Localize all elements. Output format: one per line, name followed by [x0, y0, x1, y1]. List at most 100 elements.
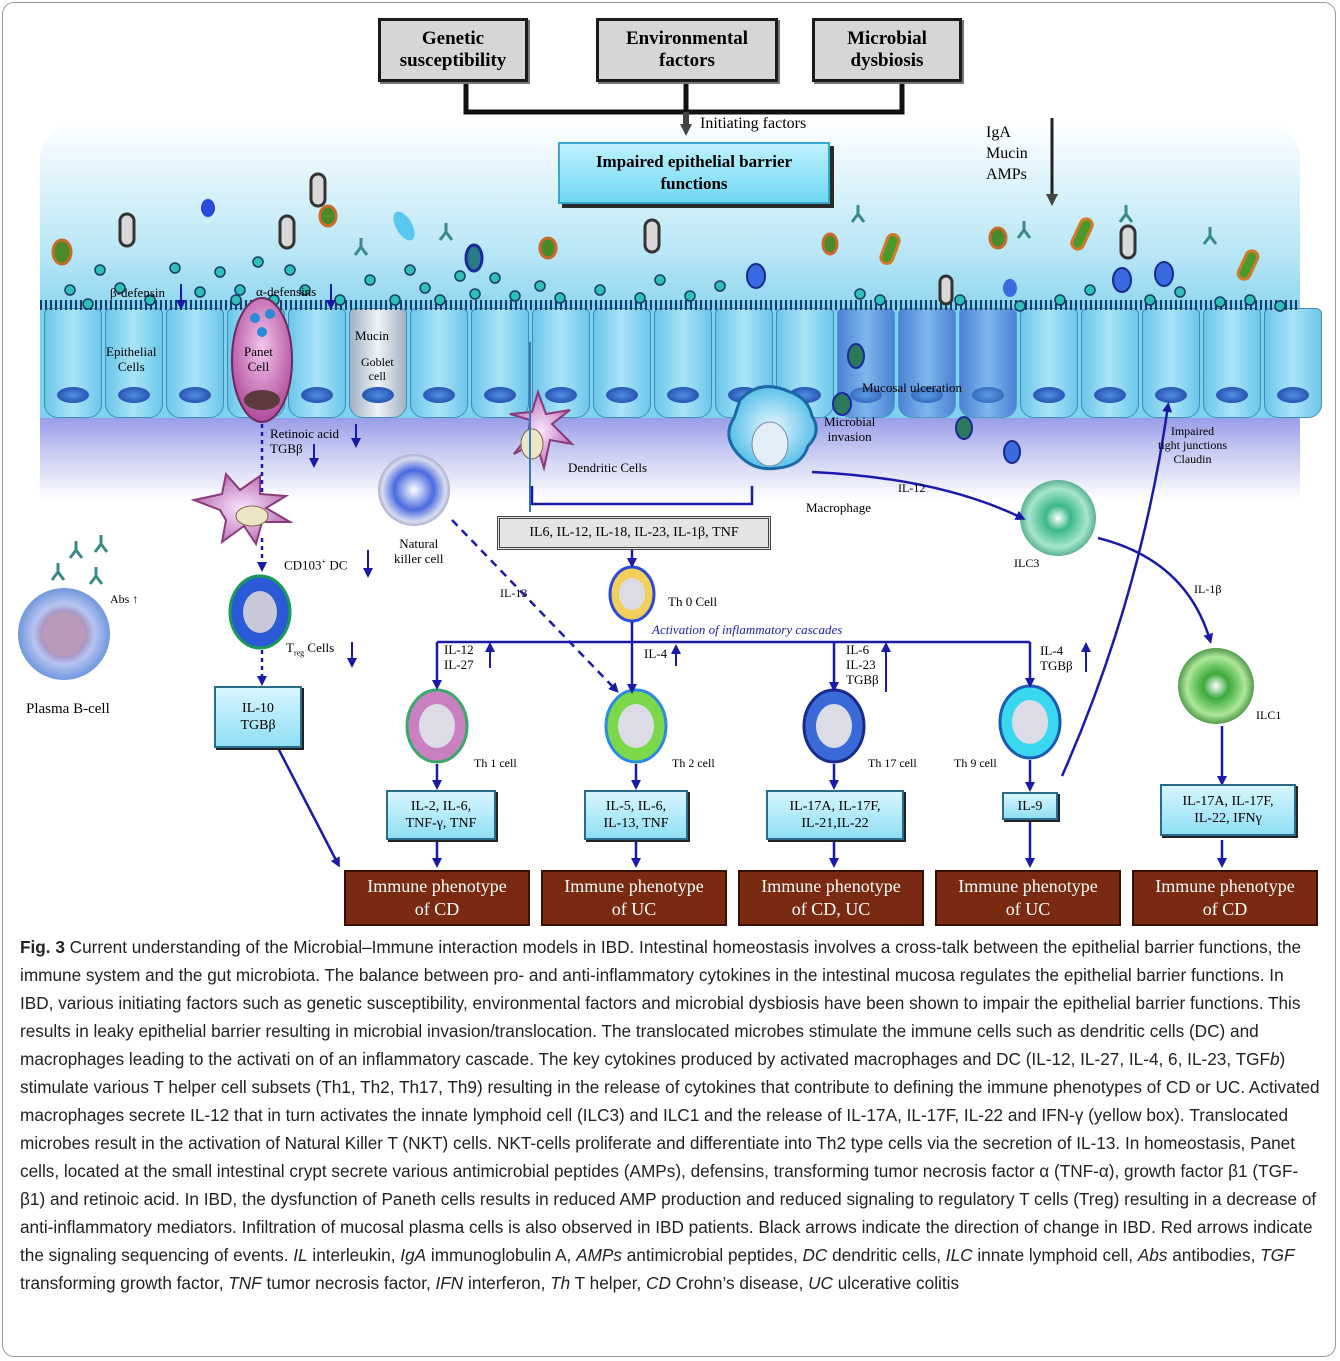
amp-droplet — [594, 284, 606, 296]
abbr-def: antibodies, — [1167, 1245, 1261, 1265]
caption-text-1: Current understanding of the Microbial–I… — [20, 937, 1302, 1069]
caption-text-2: ) stimulate various T helper cell subset… — [20, 1049, 1320, 1265]
amp-droplet — [509, 290, 521, 302]
amp-droplet — [634, 292, 646, 304]
cytokine-box-ilc1: IL-17A, IL-17F, IL-22, IFNγ — [1160, 784, 1296, 836]
caption-abbreviations: IL interleukin, IgA immunoglobulin A, AM… — [20, 1245, 1295, 1293]
amp-droplet — [684, 290, 696, 302]
il1b-label: IL-1β — [1194, 582, 1222, 596]
abbr-term: DC — [802, 1245, 828, 1265]
cell-nucleus — [301, 387, 333, 403]
amp-droplet — [82, 298, 94, 310]
initiating-factors-label: Initiating factors — [700, 115, 807, 132]
amp-droplet — [469, 288, 481, 300]
cell-nucleus — [545, 387, 577, 403]
phenotype-cd-1: Immune phenotype of CD — [344, 870, 530, 926]
il4-label: IL-4 — [644, 646, 668, 661]
natural-killer-label: Natural killer cell — [394, 536, 444, 566]
epithelial-cell — [593, 308, 651, 418]
cytokine-main-box: IL6, IL-12, IL-18, IL-23, IL-1β, TNF — [497, 516, 771, 550]
ilc1-cell — [1178, 648, 1254, 724]
cell-nucleus — [118, 387, 150, 403]
treg-label: Treg Cells — [286, 640, 335, 658]
epithelial-cell — [410, 308, 468, 418]
amp-droplet — [489, 272, 501, 284]
abbr-term: UC — [808, 1273, 833, 1293]
amp-droplet — [874, 294, 886, 306]
cell-nucleus — [606, 387, 638, 403]
amp-droplet — [534, 280, 546, 292]
amp-droplet — [1144, 294, 1156, 306]
th1-label: Th 1 cell — [474, 756, 517, 770]
amp-droplet — [284, 264, 296, 276]
initiating-connector — [463, 84, 905, 115]
abbr-term: TNF — [228, 1273, 262, 1293]
amp-droplet — [714, 280, 726, 292]
amp-droplet — [299, 284, 311, 296]
amp-droplet — [1084, 284, 1096, 296]
amp-droplet — [114, 282, 126, 294]
amp-droplet — [194, 286, 206, 298]
epithelial-cell — [1264, 308, 1322, 418]
amp-droplet — [654, 274, 666, 286]
abbr-term: IL — [293, 1245, 308, 1265]
amp-droplet — [1244, 294, 1256, 306]
amp-droplet — [1274, 300, 1286, 312]
amp-droplet — [234, 284, 246, 296]
indicator-arrows — [176, 284, 1091, 742]
dendritic-cells-label: Dendritic Cells — [568, 460, 648, 475]
mucosal-ulceration-label: Mucosal ulceration — [862, 380, 962, 395]
amp-droplet — [1054, 294, 1066, 306]
epithelial-cells-label: Epithelial Cells — [106, 344, 157, 374]
abbr-def: antimicrobial peptides, — [621, 1245, 803, 1265]
amp-droplet — [64, 284, 76, 296]
amp-droplets — [64, 256, 1286, 312]
mucin-label: Mucin — [355, 328, 389, 343]
amp-droplet — [389, 294, 401, 306]
cytokine-box-th1: IL-2, IL-6, TNF-γ, TNF — [386, 790, 496, 840]
cell-nucleus — [1155, 387, 1187, 403]
macrophage-label: Macrophage — [806, 500, 871, 515]
panet-cell-label: Panet Cell — [244, 344, 273, 374]
epithelial-cell — [471, 308, 529, 418]
il10-box: IL-10 TGBβ — [214, 686, 302, 748]
amp-droplet — [144, 294, 156, 306]
cell-nucleus — [972, 387, 1004, 403]
cell-nucleus — [1216, 387, 1248, 403]
cell-nucleus — [850, 387, 882, 403]
ilc1-label: ILC1 — [1256, 708, 1282, 722]
epithelial-cell — [1081, 308, 1139, 418]
phenotype-cd-uc: Immune phenotype of CD, UC — [738, 870, 924, 926]
amp-droplet — [1014, 300, 1026, 312]
epithelial-cell — [105, 308, 163, 418]
ilc3-cell — [1020, 480, 1096, 556]
phenotype-uc-1: Immune phenotype of UC — [541, 870, 727, 926]
brush-border — [40, 300, 1300, 310]
caption-fig-label: Fig. 3 — [20, 937, 65, 957]
amp-droplet — [454, 270, 466, 282]
abbr-term: TGF — [1260, 1245, 1295, 1265]
phenotype-cd-2: Immune phenotype of CD — [1132, 870, 1318, 926]
abbr-def: dendritic cells, — [827, 1245, 946, 1265]
amp-droplet — [94, 264, 106, 276]
dendritic-cell — [509, 388, 575, 472]
abbr-term: IFN — [435, 1273, 464, 1293]
microbial-invasion-label: Microbial invasion — [824, 414, 876, 444]
cell-nucleus — [57, 387, 89, 403]
cell-nucleus — [423, 387, 455, 403]
abbr-def: T helper, — [570, 1273, 647, 1293]
amp-droplet — [554, 292, 566, 304]
cd103-dc-label: CD103+ DC — [284, 557, 348, 573]
microbes — [51, 172, 1260, 464]
cell-nucleus — [667, 387, 699, 403]
abbr-def: ulcerative colitis — [832, 1273, 960, 1293]
abbr-term: IgA — [400, 1245, 427, 1265]
cytokine-box-th17: IL-17A, IL-17F, IL-21,IL-22 — [766, 790, 904, 840]
epithelial-cell — [1203, 308, 1261, 418]
goblet-cell-label: Goblet cell — [361, 355, 394, 383]
epithelial-cell — [166, 308, 224, 418]
amp-droplet — [214, 266, 226, 278]
epithelial-cell — [288, 308, 346, 418]
figure-caption: Fig. 3 Current understanding of the Micr… — [20, 933, 1320, 1297]
